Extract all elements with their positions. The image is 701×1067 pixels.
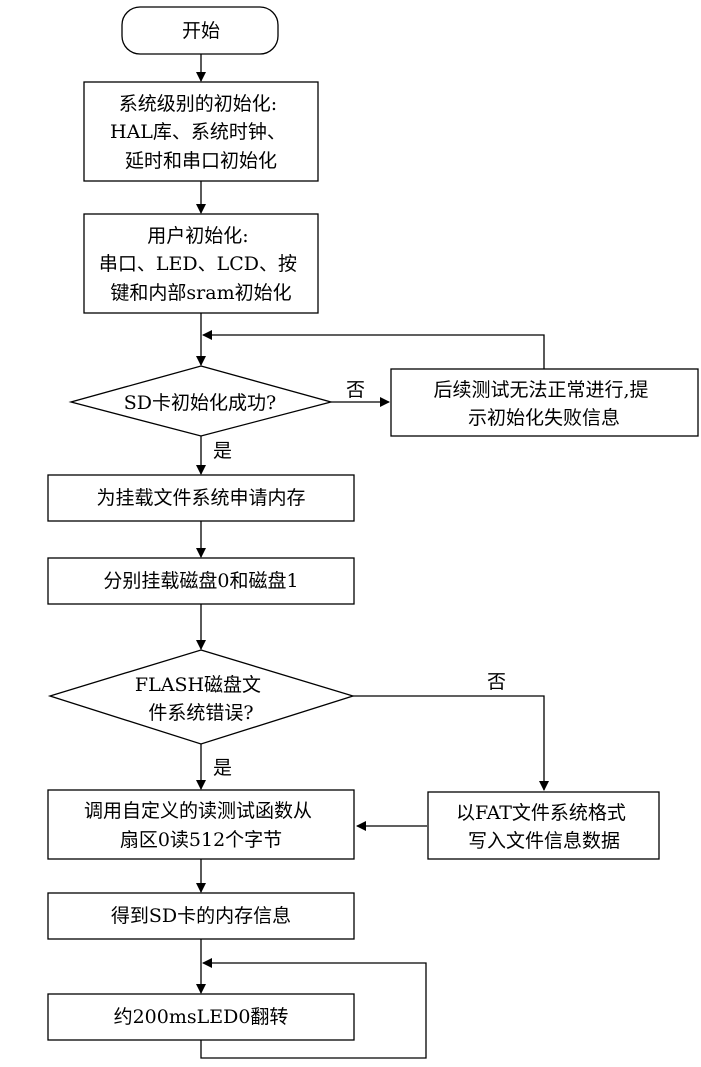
svg-text:用户初始化: 串口、LED、LCD、按: 用户初始化: 串口、LED、LCD、按 键和内部sram初始化 [99, 225, 303, 304]
node-flash-check-line-2: 件系统错误? [148, 702, 253, 724]
sd-check-yes-label: 是 [213, 440, 232, 462]
node-format-line-2: 写入文件信息数据 [468, 830, 620, 852]
node-led-toggle-label: 约200msLED0翻转 [114, 1006, 289, 1028]
node-user-init: 用户初始化: 串口、LED、LCD、按 键和内部sram初始化 [83, 213, 319, 314]
node-start-label: 开始 [182, 20, 220, 42]
node-sys-init-line-2: HAL库、系统时钟、 [110, 121, 286, 143]
node-get-info: 得到SD卡的内存信息 [47, 892, 355, 940]
node-user-init-line-3: 键和内部sram初始化 [110, 282, 291, 304]
node-read-sector-line-2: 扇区0读512个字节 [120, 829, 282, 851]
svg-text:FLASH磁盘文 件系统错误?: FLASH磁盘文 件系统错误? [135, 674, 267, 724]
node-format-line-1: 以FAT文件系统格式 [456, 802, 626, 824]
node-mount-label: 分别挂载磁盘0和磁盘1 [103, 570, 298, 592]
node-flash-check-line-1: FLASH磁盘文 [135, 674, 261, 696]
edges [196, 54, 549, 1059]
node-sd-fail-line-2: 示初始化失败信息 [468, 407, 620, 429]
flash-check-yes-label: 是 [213, 757, 232, 779]
edge-sd-fail-loop [202, 330, 545, 369]
node-start: 开始 [121, 6, 279, 55]
svg-text:调用自定义的读测试函数从 扇区0读512个字节: 调用自定义的读测试函数从 扇区0读512个字节 [84, 800, 318, 851]
node-led-toggle: 约200msLED0翻转 [47, 993, 355, 1041]
node-get-info-label: 得到SD卡的内存信息 [111, 905, 291, 927]
sd-check-no-label: 否 [346, 379, 365, 401]
node-sys-init: 系统级别的初始化: HAL库、系统时钟、 延时和串口初始化 [83, 81, 319, 182]
node-read-sector: 调用自定义的读测试函数从 扇区0读512个字节 [47, 789, 355, 860]
svg-text:以FAT文件系统格式 写入文件信息数据: 以FAT文件系统格式 写入文件信息数据 [456, 802, 632, 852]
node-mount: 分别挂载磁盘0和磁盘1 [47, 557, 355, 605]
node-format: 以FAT文件系统格式 写入文件信息数据 [427, 791, 660, 860]
node-sd-fail-line-1: 后续测试无法正常进行,提 [433, 379, 648, 401]
node-sys-init-line-3: 延时和串口初始化 [125, 150, 277, 172]
edge-led-loop [200, 958, 427, 1059]
svg-text:后续测试无法正常进行,提 示初始化失败信息: 后续测试无法正常进行,提 示初始化失败信息 [433, 379, 654, 429]
node-alloc-mem: 为挂载文件系统申请内存 [47, 474, 355, 522]
node-user-init-line-2: 串口、LED、LCD、按 [99, 253, 297, 275]
node-sd-check: SD卡初始化成功? [68, 365, 334, 437]
node-sd-fail: 后续测试无法正常进行,提 示初始化失败信息 [390, 368, 699, 437]
svg-text:系统级别的初始化: HAL库、系统时钟、: 系统级别的初始化: HAL库、系统时钟、 延时和串口初始化 [110, 93, 292, 172]
node-sys-init-line-1: 系统级别的初始化: [119, 93, 277, 115]
edge-flash-check-no [353, 695, 549, 791]
node-read-sector-line-1: 调用自定义的读测试函数从 [84, 800, 312, 822]
node-flash-check: FLASH磁盘文 件系统错误? [47, 649, 356, 745]
node-sd-check-label: SD卡初始化成功? [124, 392, 276, 414]
node-user-init-line-1: 用户初始化: [147, 225, 248, 247]
node-alloc-mem-label: 为挂载文件系统申请内存 [96, 487, 305, 509]
flash-check-no-label: 否 [487, 671, 506, 693]
